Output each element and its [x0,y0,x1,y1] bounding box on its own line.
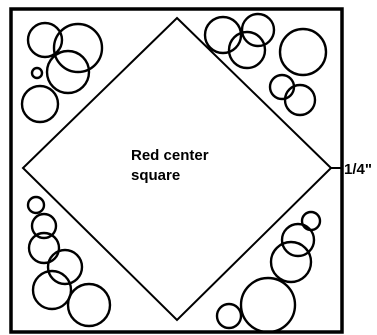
bubble [240,12,276,48]
bubbles-bottom-left [26,195,112,328]
bubble [26,21,64,59]
bubble [27,231,61,265]
bubble [278,27,328,77]
bubble [45,49,91,95]
bubbles-top-left [20,21,104,124]
bubble [26,195,46,215]
bubbles-top-right [203,12,328,117]
bubble [283,83,317,117]
bubble [280,222,316,258]
center-label-line2: square [131,167,180,184]
bubble [203,15,243,55]
bubble [30,212,58,240]
bubble [20,84,60,124]
bubbles-bottom-right [215,210,322,334]
bubble [269,240,313,284]
center-label-line1: Red center [131,147,209,164]
bubble [30,66,44,80]
bubble [66,282,112,328]
bubble [46,248,84,286]
bubble [215,302,243,330]
center-square [21,16,333,322]
bubble [52,22,104,74]
bubble [300,210,322,232]
bubble [239,276,297,334]
measure-label: 1/4" [344,161,372,178]
bubble [31,269,73,311]
bubble [227,30,267,70]
